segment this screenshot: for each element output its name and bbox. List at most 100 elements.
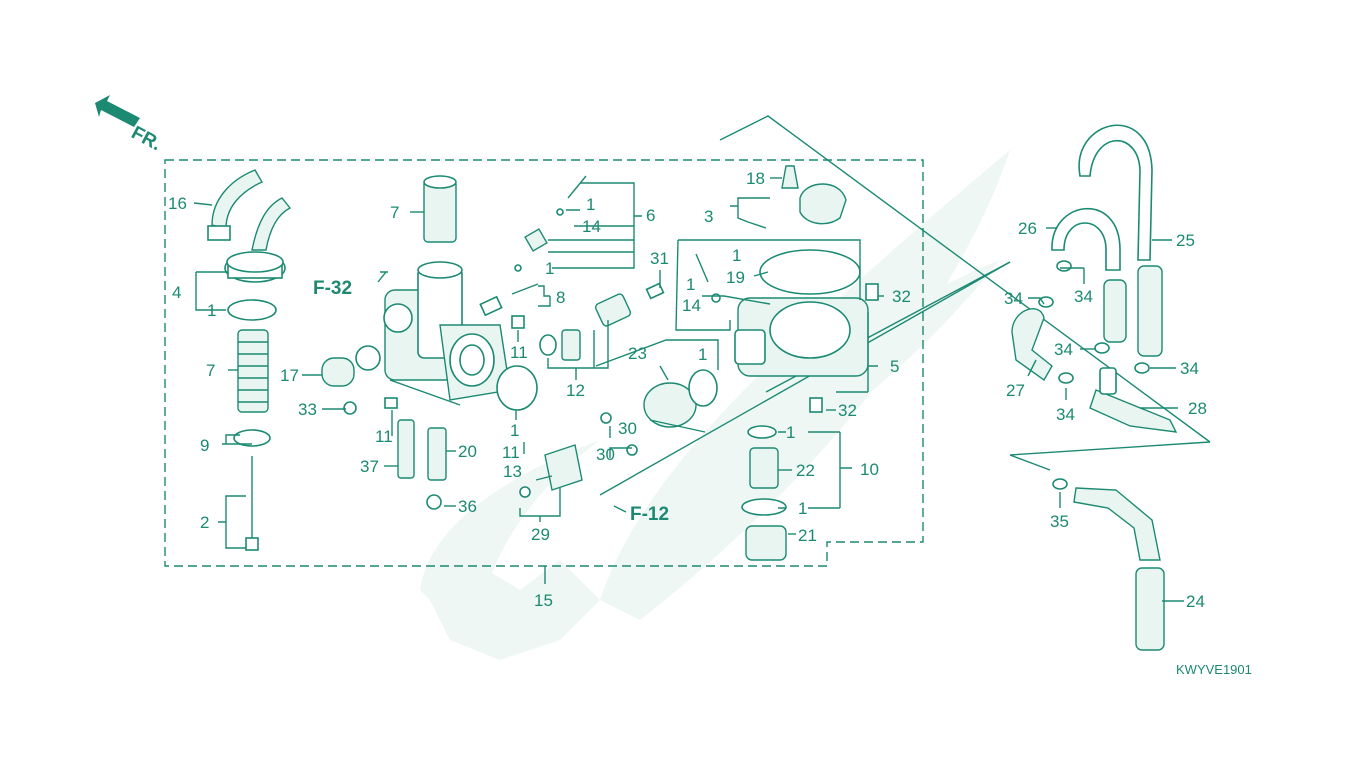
hose-clips	[1038, 260, 1150, 490]
carburetor-body	[355, 261, 511, 406]
callout-34d: 34	[1180, 359, 1199, 378]
callout-10: 10	[860, 460, 879, 479]
part-4-cap	[224, 197, 292, 283]
callout-25: 25	[1176, 231, 1195, 250]
callout-32b: 32	[838, 401, 857, 420]
part-2-needle	[245, 456, 259, 551]
part-21-drain	[745, 525, 787, 561]
callout-1-23: 1	[698, 345, 707, 364]
part-11-plug-a	[384, 397, 398, 409]
callout-1-14: 1	[686, 275, 695, 294]
callout-33: 33	[298, 400, 317, 419]
callout-7b: 7	[206, 361, 215, 380]
part-9-clip	[233, 429, 271, 447]
watermark-logo	[420, 150, 1010, 660]
part-14-screw	[695, 253, 721, 303]
part-12-spring	[561, 329, 581, 361]
callout-35: 35	[1050, 512, 1069, 531]
part-30-screw-a	[600, 412, 612, 424]
diagram-code: KWYVE1901	[1176, 662, 1252, 677]
callout-32: 32	[892, 287, 911, 306]
callout-1-22: 1	[786, 423, 795, 442]
part-12-oring	[539, 334, 557, 356]
front-arrow-icon: FR.	[95, 95, 165, 155]
part-1-oring	[227, 299, 277, 321]
part-16-elbow	[207, 169, 263, 241]
part-1-oring-c	[747, 425, 777, 439]
callout-1-lower: 1	[545, 259, 554, 278]
callout-5: 5	[890, 357, 899, 376]
callout-14b: 14	[682, 296, 701, 315]
callout-12: 12	[566, 381, 585, 400]
callout-4: 4	[172, 283, 181, 302]
part-23-cover	[643, 382, 706, 433]
part-8-spring	[479, 295, 503, 317]
part-19-gasket	[759, 249, 861, 295]
part-24-hose	[1073, 487, 1165, 651]
front-marker-label: FR.	[128, 122, 165, 155]
part-37-jet	[397, 419, 415, 479]
float-chamber	[734, 283, 879, 377]
callout-labels: 16 4 1 7 7 9 2 17 33 11 37 20 36 1 14 6 …	[168, 169, 1207, 611]
callout-17: 17	[280, 366, 299, 385]
callout-30b: 30	[596, 445, 615, 464]
part-32-screw	[809, 397, 823, 413]
callout-16: 16	[168, 194, 187, 213]
callout-29: 29	[531, 525, 550, 544]
part-36-jet	[426, 494, 442, 510]
callout-19: 19	[726, 268, 745, 287]
callout-27: 27	[1006, 381, 1025, 400]
part-28-tee	[1089, 367, 1178, 433]
part-27-hose	[1011, 308, 1053, 382]
callout-22: 22	[796, 461, 815, 480]
callout-21: 21	[798, 526, 817, 545]
callout-37: 37	[360, 457, 379, 476]
part-30-screw-b	[626, 444, 638, 456]
part-11-oring	[496, 365, 538, 411]
callout-34c: 34	[1054, 340, 1073, 359]
callout-30: 30	[618, 419, 637, 438]
callout-13: 13	[503, 462, 522, 481]
part-18-screw	[781, 165, 799, 189]
callout-23: 23	[628, 344, 647, 363]
callout-36: 36	[458, 497, 477, 516]
part-11-plug-b	[511, 315, 525, 329]
part-22-filter	[749, 447, 779, 489]
callout-1-11: 1	[510, 421, 519, 440]
callout-14: 14	[582, 217, 601, 236]
callout-1-6: 1	[586, 195, 595, 214]
callout-28: 28	[1188, 399, 1207, 418]
part-1-oring-b	[688, 369, 718, 407]
part-20-tube	[427, 427, 447, 481]
part-29-bracket	[519, 444, 583, 498]
callout-20: 20	[458, 442, 477, 461]
part-3-cover	[747, 183, 847, 229]
part-33-screw	[343, 401, 357, 415]
part-31-piston	[594, 282, 665, 327]
part-1-oring-d	[741, 498, 787, 516]
part-25-hose	[1078, 124, 1163, 357]
callout-2: 2	[200, 513, 209, 532]
callout-7: 7	[390, 203, 399, 222]
callout-34a: 34	[1004, 289, 1023, 308]
part-7-slide	[423, 175, 457, 243]
callout-11: 11	[375, 427, 393, 446]
part-1-washer-a	[514, 264, 522, 272]
callout-11b: 11	[510, 343, 528, 362]
part-6-screw	[556, 175, 587, 216]
callout-11c: 11	[502, 443, 520, 462]
part-26-hose	[1051, 207, 1127, 343]
part-17-cap	[321, 357, 355, 387]
callout-34e: 34	[1056, 405, 1075, 424]
leader-lines	[193, 177, 1184, 602]
callout-31: 31	[650, 249, 669, 268]
callout-3: 3	[704, 207, 713, 226]
ref-f12-label: F-12	[630, 504, 669, 525]
callout-34b: 34	[1074, 287, 1093, 306]
callout-26: 26	[1018, 219, 1037, 238]
callout-8: 8	[556, 288, 565, 307]
callout-1-21: 1	[798, 499, 807, 518]
callout-9: 9	[200, 436, 209, 455]
callout-18: 18	[746, 169, 765, 188]
part-7-spring	[237, 329, 269, 413]
